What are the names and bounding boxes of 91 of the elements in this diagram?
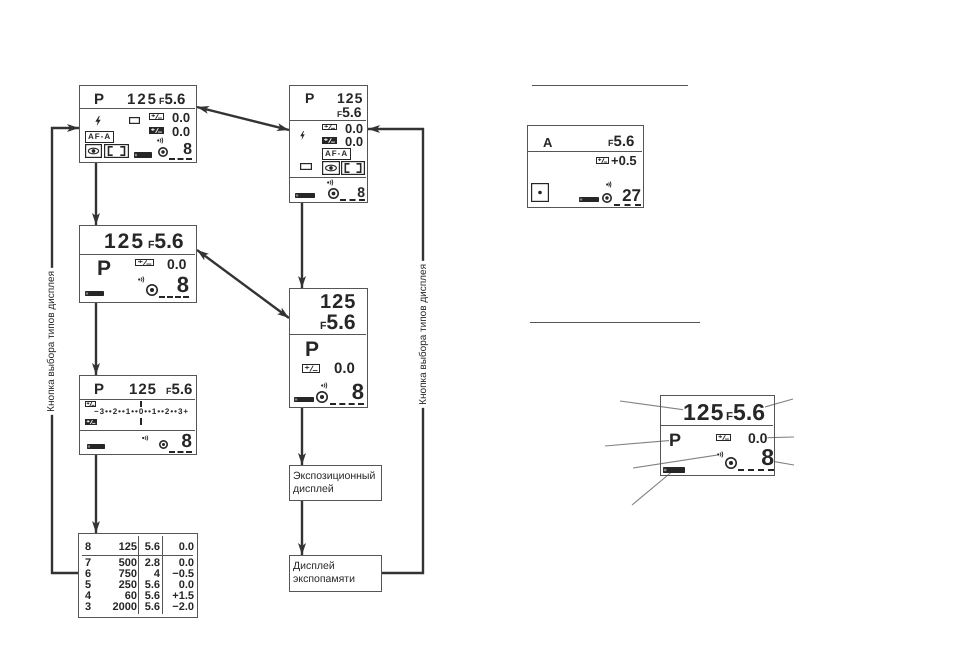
leader-line	[604, 440, 670, 447]
lcd-panel	[289, 85, 368, 203]
table-value: 5.6	[144, 542, 160, 553]
leader-line	[632, 454, 718, 469]
mode-letter: P	[305, 339, 320, 360]
arrow	[298, 203, 306, 288]
shutter-speed: 125	[129, 382, 158, 397]
process-box: Дисплей экспопамяти	[289, 555, 382, 592]
table-value: −2.0	[172, 602, 194, 613]
exposure-value: 0.0	[334, 361, 355, 376]
shutter-speed: 125	[127, 92, 158, 107]
lcd-panel	[527, 125, 644, 208]
table-value: 0.0	[178, 580, 194, 591]
mode-letter: P	[94, 92, 104, 107]
readout-table	[78, 533, 198, 618]
exposure-value: 0.0	[172, 111, 190, 124]
table-value: 8	[85, 542, 92, 553]
exposure-value: 0.0	[167, 257, 186, 271]
table-value: +1.5	[172, 591, 194, 602]
aperture-value: F5.6	[148, 231, 184, 252]
table-value: 0.0	[178, 558, 194, 569]
frame-count: 8	[340, 185, 365, 201]
leader-line	[774, 461, 794, 466]
lcd-panel	[660, 395, 775, 476]
arrow	[92, 163, 100, 225]
arrow	[92, 303, 100, 375]
aperture-value: F5.6	[166, 382, 192, 397]
exposure-value: 0.0	[345, 122, 364, 135]
leader-line	[764, 398, 794, 408]
table-value: 5	[85, 580, 92, 591]
lcd-panel	[79, 85, 197, 163]
frame-count: 8	[169, 432, 192, 453]
shutter-speed: 125	[337, 91, 364, 105]
table-value: 500	[118, 558, 137, 569]
leader-line	[632, 472, 671, 506]
arrow	[196, 249, 290, 319]
frame-count: 8	[738, 446, 774, 471]
shutter-speed: 125	[104, 231, 146, 252]
arrow	[298, 501, 306, 555]
table-value: 4	[154, 569, 160, 580]
exposure-scale: −3••2••1••0••1••2••3+	[94, 408, 190, 416]
table-value: 250	[118, 580, 137, 591]
battery-icon	[663, 467, 685, 473]
frame-count: 8	[330, 381, 364, 405]
edge-label: Кнопка выбора типов дисплея	[418, 260, 430, 408]
mode-letter: P	[94, 382, 104, 397]
table-value: 125	[118, 542, 137, 553]
lcd-panel	[79, 225, 197, 303]
table-value: 60	[124, 591, 137, 602]
table-value: 3	[85, 602, 92, 613]
aperture-value: F5.6	[337, 105, 362, 119]
leader-line	[620, 400, 684, 410]
arrow	[196, 106, 290, 132]
table-value: 0.0	[178, 542, 194, 553]
table-value: 5.6	[144, 580, 160, 591]
mode-letter: A	[543, 136, 552, 149]
shutter-speed: 125	[320, 292, 356, 312]
mode-letter: P	[97, 258, 112, 279]
table-value: 6	[85, 569, 92, 580]
mode-letter: P	[305, 91, 314, 105]
table-value: 5.6	[144, 591, 160, 602]
table-value: −0.5	[172, 569, 194, 580]
flash-value: 0.0	[345, 135, 364, 148]
arrow	[92, 455, 100, 533]
table-value: 2.8	[144, 558, 160, 569]
arrow	[298, 408, 306, 465]
aperture-value: F5.6	[608, 134, 634, 149]
lcd-panel	[79, 375, 197, 455]
frame-count: 27	[614, 187, 641, 206]
exposure-value: +0.5	[611, 154, 637, 167]
table-value: 7	[85, 558, 92, 569]
table-value: 750	[118, 569, 137, 580]
frame-count: 8	[169, 142, 192, 160]
frame-count: 8	[159, 274, 189, 298]
table-value: 2000	[112, 602, 137, 613]
aperture-value: F5.6	[159, 92, 186, 107]
leader-line	[767, 436, 794, 438]
aperture-value: F5.6	[726, 401, 766, 424]
mode-letter: P	[669, 431, 682, 449]
sound-icon	[717, 451, 724, 458]
shutter-speed: 125	[683, 401, 724, 424]
af-mode-indicator: AF-A	[85, 131, 114, 143]
exposure-value: 0.0	[748, 431, 768, 445]
edge-label: Кнопка выбора типов дисплея	[46, 268, 58, 414]
flash-value: 0.0	[172, 125, 190, 138]
lcd-panel	[289, 288, 368, 408]
process-box: Экспозиционный дисплей	[289, 465, 382, 501]
table-value: 5.6	[144, 602, 160, 613]
af-mode-indicator: AF-A	[322, 148, 352, 160]
aperture-value: F5.6	[320, 312, 356, 333]
table-value: 4	[85, 591, 92, 602]
